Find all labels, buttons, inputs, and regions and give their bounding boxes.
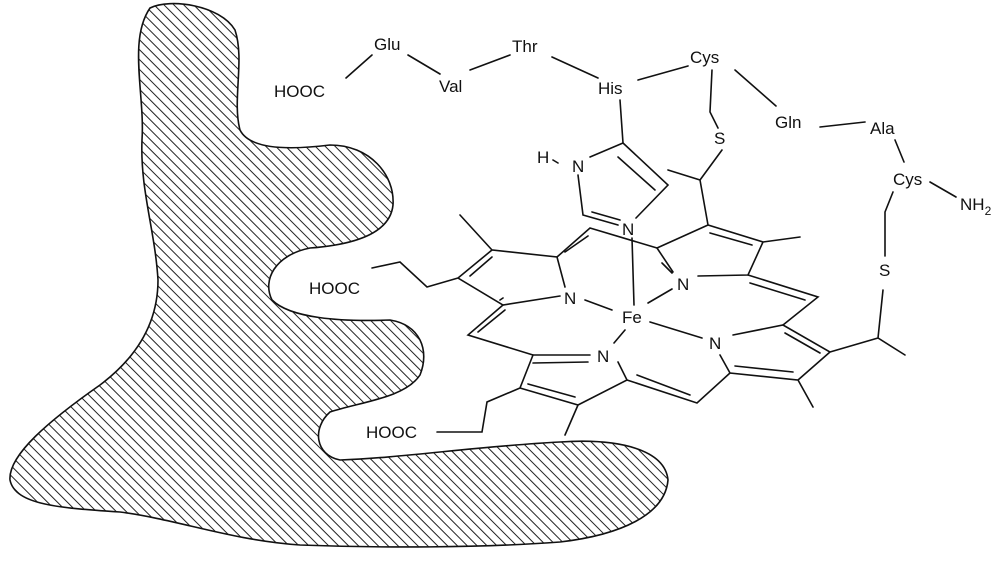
cys-label: Cys: [690, 48, 719, 67]
imidazole-nh-label: N: [572, 157, 584, 176]
protein-pocket-blob: [9, 2, 669, 548]
hydrogen-label: H: [537, 148, 549, 167]
iron-label: Fe: [622, 308, 642, 327]
hooc-label: HOOC: [366, 423, 417, 442]
ala-label: Ala: [870, 119, 895, 138]
sulfur-label-2: S: [879, 261, 890, 280]
cys-label-2: Cys: [893, 170, 922, 189]
thr-label: Thr: [512, 37, 538, 56]
pyrrole-n-label: N: [709, 334, 721, 353]
pyrrole-n-label: N: [677, 275, 689, 294]
nh2-label: NH2: [960, 195, 992, 218]
imidazole-n-label: N: [622, 220, 634, 239]
bonds: [345, 54, 957, 436]
sulfur-label-1: S: [714, 129, 725, 148]
atom-labels: HOOC Glu Val Thr His Cys Gln Ala Cys NH2…: [274, 35, 992, 442]
glu-label: Glu: [374, 35, 400, 54]
val-label: Val: [439, 77, 462, 96]
gln-label: Gln: [775, 113, 801, 132]
pyrrole-n-label: N: [564, 289, 576, 308]
pyrrole-n-label: N: [597, 347, 609, 366]
hooc-label: HOOC: [274, 82, 325, 101]
hooc-label: HOOC: [309, 279, 360, 298]
his-label: His: [598, 79, 623, 98]
